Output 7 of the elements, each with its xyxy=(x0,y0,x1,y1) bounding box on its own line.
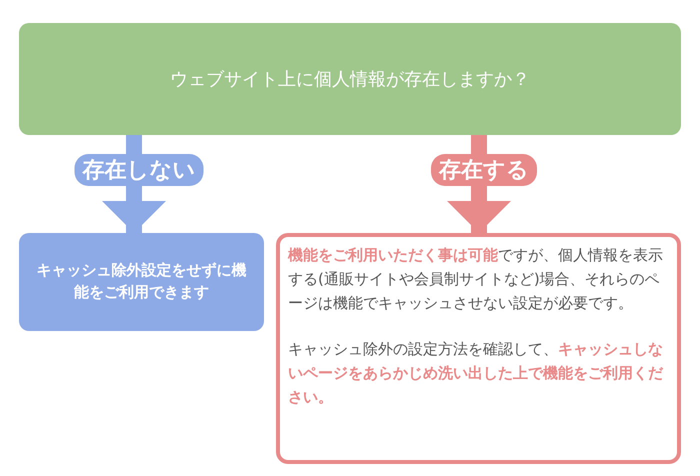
edge-label: 存在する xyxy=(431,154,537,186)
note-paragraph: 機能をご利用いただく事は可能ですが、個人情報を表示する(通販サイトや会員制サイトなど)場合、それらのページは機能でキャッシュさせない設定が必要です。 xyxy=(288,245,664,314)
question-box: ウェブサイト上に個人情報が存在しますか？ xyxy=(19,23,681,135)
answer-box: キャッシュ除外設定をせずに機能をご利用できます xyxy=(19,233,264,331)
note-paragraph: キャッシュ除外の設定方法を確認して、キャッシュしないページをあらかじめ洗い出した上で機能をご利用ください。 xyxy=(288,339,664,408)
edge-label: 存在しない xyxy=(74,154,204,186)
note-box xyxy=(276,233,681,464)
